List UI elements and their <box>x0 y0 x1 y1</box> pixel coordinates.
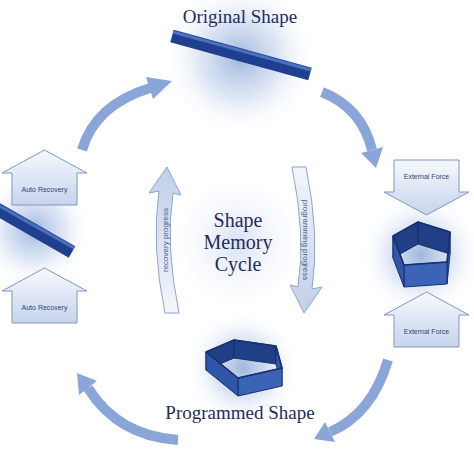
block-arrow-outline <box>2 268 87 323</box>
straight-strip <box>172 36 310 74</box>
ring-wall <box>404 262 447 287</box>
arrow-box-text: External Force <box>404 327 450 336</box>
ring-rim <box>393 222 450 265</box>
arrow-box-text: Auto Recovery <box>22 303 68 312</box>
block-arrow-outline <box>384 292 469 347</box>
block-arrow-outline <box>2 150 87 205</box>
text-group: Auto Recovery <box>22 185 68 194</box>
pentagon-ring <box>393 222 450 287</box>
text-group: recovery progress <box>161 208 171 272</box>
progress-arrow: programming progress <box>290 165 326 315</box>
block-arrow: Auto Recovery <box>2 150 87 205</box>
progress-arrow: recovery progress <box>145 165 181 315</box>
text-group: Auto Recovery <box>22 303 68 312</box>
strip-highlight <box>173 32 311 70</box>
arrow-head <box>77 373 97 395</box>
text-group: External Force <box>404 172 450 181</box>
glow <box>162 0 318 136</box>
pentagon-ring <box>206 340 282 396</box>
block-arrow-shape <box>384 292 469 347</box>
cycle-arrow <box>82 88 150 150</box>
block-arrow-outline <box>384 160 469 215</box>
progress-text: programming progress <box>300 200 310 280</box>
progress-arrow-outline <box>149 167 181 313</box>
text-group: External Force <box>404 327 450 336</box>
arrow-head <box>314 422 335 442</box>
arrow-head <box>77 77 383 442</box>
straight-strip <box>0 32 311 252</box>
block-arrow: Auto Recovery <box>2 268 87 323</box>
stage-title: Original Shape <box>183 6 298 27</box>
straight-strip <box>0 208 72 252</box>
stage-title: Programmed Shape <box>165 402 314 423</box>
block-arrow: External Force <box>384 292 469 347</box>
strip-highlight <box>0 204 74 248</box>
cycle-arrow <box>88 388 178 440</box>
arrow-head <box>146 77 172 99</box>
block-arrow-shape <box>2 150 87 205</box>
block-arrow: External Force <box>384 160 469 215</box>
label-group: Shape Memory Cycle <box>195 209 281 275</box>
block-arrow-shape <box>2 268 87 323</box>
text-group: programming progress <box>300 200 310 280</box>
label-group: Programmed Shape <box>165 402 314 423</box>
ring-rim <box>206 340 282 378</box>
cycle-arrow <box>330 360 388 432</box>
progress-arrow-outline <box>290 167 322 313</box>
cycle-arrow <box>82 88 388 440</box>
cycle-arrow <box>322 92 372 150</box>
arrow-box-text: External Force <box>404 172 450 181</box>
label-group: Original Shape <box>183 6 298 27</box>
cycle-title: Shape Memory Cycle <box>195 209 281 275</box>
progress-text: recovery progress <box>161 208 171 272</box>
block-arrow-shape <box>384 160 469 215</box>
glow <box>166 170 310 314</box>
arrow-head <box>361 147 383 168</box>
arrow-box-text: Auto Recovery <box>22 185 68 194</box>
